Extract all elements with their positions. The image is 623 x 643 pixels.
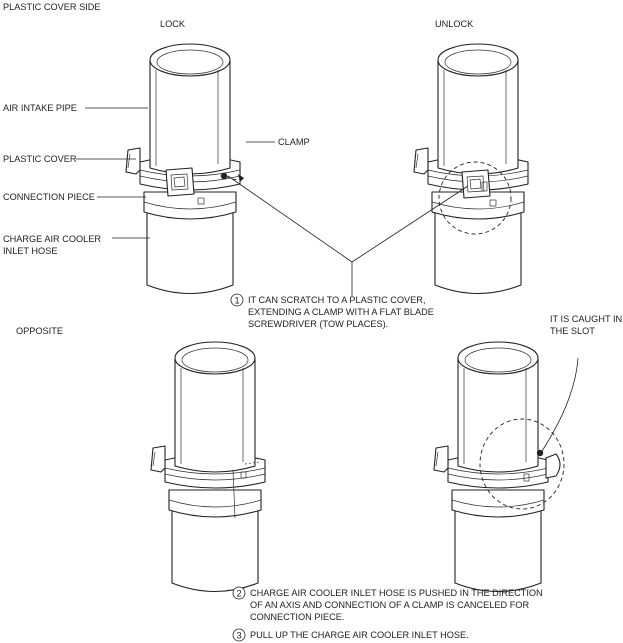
slot-leader <box>541 357 579 452</box>
step-2: 2 CHARGE AIR COOLER INLET HOSE IS PUSHED… <box>232 586 543 622</box>
opposite-detail-circle <box>479 418 565 510</box>
slot-marker <box>536 449 544 457</box>
step-1-line-1: IT CAN SCRATCH TO A PLASTIC COVER, <box>248 295 426 305</box>
step-3-number: 3 <box>236 631 241 641</box>
opposite-heading: OPPOSITE <box>16 326 63 336</box>
charge-air-cooler-inlet-hose-label-line2: INLET HOSE <box>3 246 57 256</box>
connection-piece-label: CONNECTION PIECE <box>3 192 95 202</box>
charge-air-cooler-inlet-hose-label-line1: CHARGE AIR COOLER <box>3 234 101 244</box>
lock-heading: LOCK <box>160 19 186 29</box>
slot-callout-line-1: IT IS CAUGHT IN <box>550 314 622 324</box>
step-2-line-2: OF AN AXIS AND CONNECTION OF A CLAMP IS … <box>250 600 529 610</box>
slot-callout-line-2: THE SLOT <box>550 326 595 336</box>
unlock-assembly <box>413 43 529 295</box>
step-3-line-1: PULL UP THE CHARGE AIR COOLER INLET HOSE… <box>250 630 469 640</box>
plastic-cover-side-heading: PLASTIC COVER SIDE <box>3 2 101 12</box>
unlock-heading: UNLOCK <box>435 19 474 29</box>
opposite-right-assembly <box>433 341 561 593</box>
unlock-detail-circle <box>438 161 512 235</box>
opposite-left-assembly <box>150 341 266 593</box>
step-2-number: 2 <box>236 589 241 599</box>
air-intake-pipe-label: AIR INTAKE PIPE <box>3 103 77 113</box>
step-3: 3 PULL UP THE CHARGE AIR COOLER INLET HO… <box>232 628 469 642</box>
lock-clamp-marker <box>220 172 228 180</box>
clamp-label: CLAMP <box>278 137 310 147</box>
step-1-number: 1 <box>234 296 239 306</box>
step-2-line-1: CHARGE AIR COOLER INLET HOSE IS PUSHED I… <box>250 588 543 598</box>
plastic-cover-label: PLASTIC COVER <box>3 154 77 164</box>
step-1-line-3: SCREWDRIVER (TOW PLACES). <box>248 319 388 329</box>
step-1: 1 IT CAN SCRATCH TO A PLASTIC COVER, EXT… <box>230 293 434 329</box>
step-1-line-2: EXTENDING A CLAMP WITH A FLAT BLADE <box>248 307 434 317</box>
lock-assembly <box>125 43 241 295</box>
step-2-line-3: CONNECTION PIECE. <box>250 612 344 622</box>
